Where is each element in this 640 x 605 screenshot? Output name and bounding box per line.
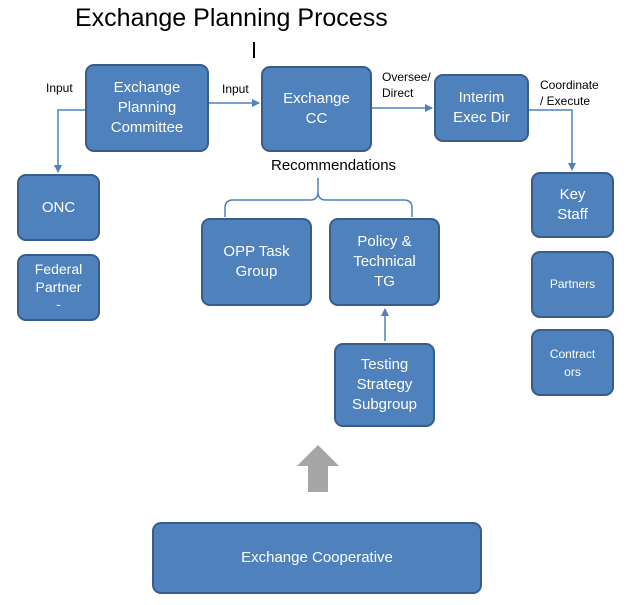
coordinate-execute-label: Coordinate / Execute (540, 78, 599, 108)
exchange-cooperative-box: Exchange Cooperative (152, 522, 482, 594)
exchange-planning-committee-box: Exchange Planning Committee (85, 64, 209, 152)
diagram-title: Exchange Planning Process (75, 4, 388, 32)
onc-box: ONC (17, 174, 100, 241)
committee-onc-connector (54, 106, 92, 173)
policy-technical-tg-box: Policy & Technical TG (329, 218, 440, 306)
recommendations-label: Recommendations (271, 157, 397, 174)
opp-task-group-box: OPP Task Group (201, 218, 312, 306)
testing-strategy-subgroup-box: Testing Strategy Subgroup (334, 343, 435, 427)
recommendations-brace (224, 178, 413, 217)
oversee-direct-label: Oversee/ Direct (382, 70, 431, 100)
execdir-keystaff-connector (529, 109, 576, 171)
exchange-cc-box: Exchange CC (261, 66, 372, 152)
text-cursor-mark (253, 42, 255, 58)
federal-partner-box: Federal Partner - (17, 254, 100, 321)
input-label-mid: Input (222, 82, 249, 96)
interim-exec-dir-box: Interim Exec Dir (434, 74, 529, 142)
up-arrow-icon (297, 445, 339, 492)
key-staff-box: Key Staff (531, 172, 614, 238)
partners-box: Partners (531, 251, 614, 318)
input-label-left: Input (46, 81, 73, 95)
contractors-box: Contract ors (531, 329, 614, 396)
